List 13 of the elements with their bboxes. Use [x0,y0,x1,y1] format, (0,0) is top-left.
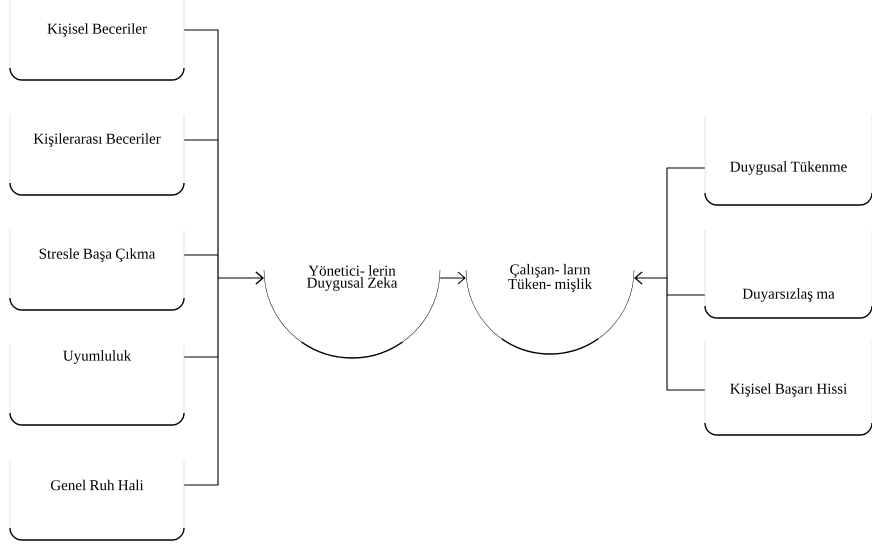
rounded-box: Duygusal Tükenme [704,114,872,206]
arrow [440,272,466,284]
arrow [634,272,705,391]
rounded-box: Genel Ruh Hali [9,460,185,541]
rounded-box: Kişilerarası Beceriler [9,114,185,196]
rounded-box: Uyumluluk [9,344,185,426]
rounded-box: Duyarsızlaş ma [704,230,872,319]
arrow [184,272,264,486]
rounded-box: Kişisel Beceriler [9,0,185,81]
rounded-box: Stresle Başa Çıkma [9,230,185,311]
semicircle-node: Çalışan- ların Tüken- mişlik [466,264,634,355]
semicircle-node: Yönetici- lerin Duygusal Zeka [264,265,440,359]
rounded-box: Kişisel Başarı Hissi [704,340,872,436]
